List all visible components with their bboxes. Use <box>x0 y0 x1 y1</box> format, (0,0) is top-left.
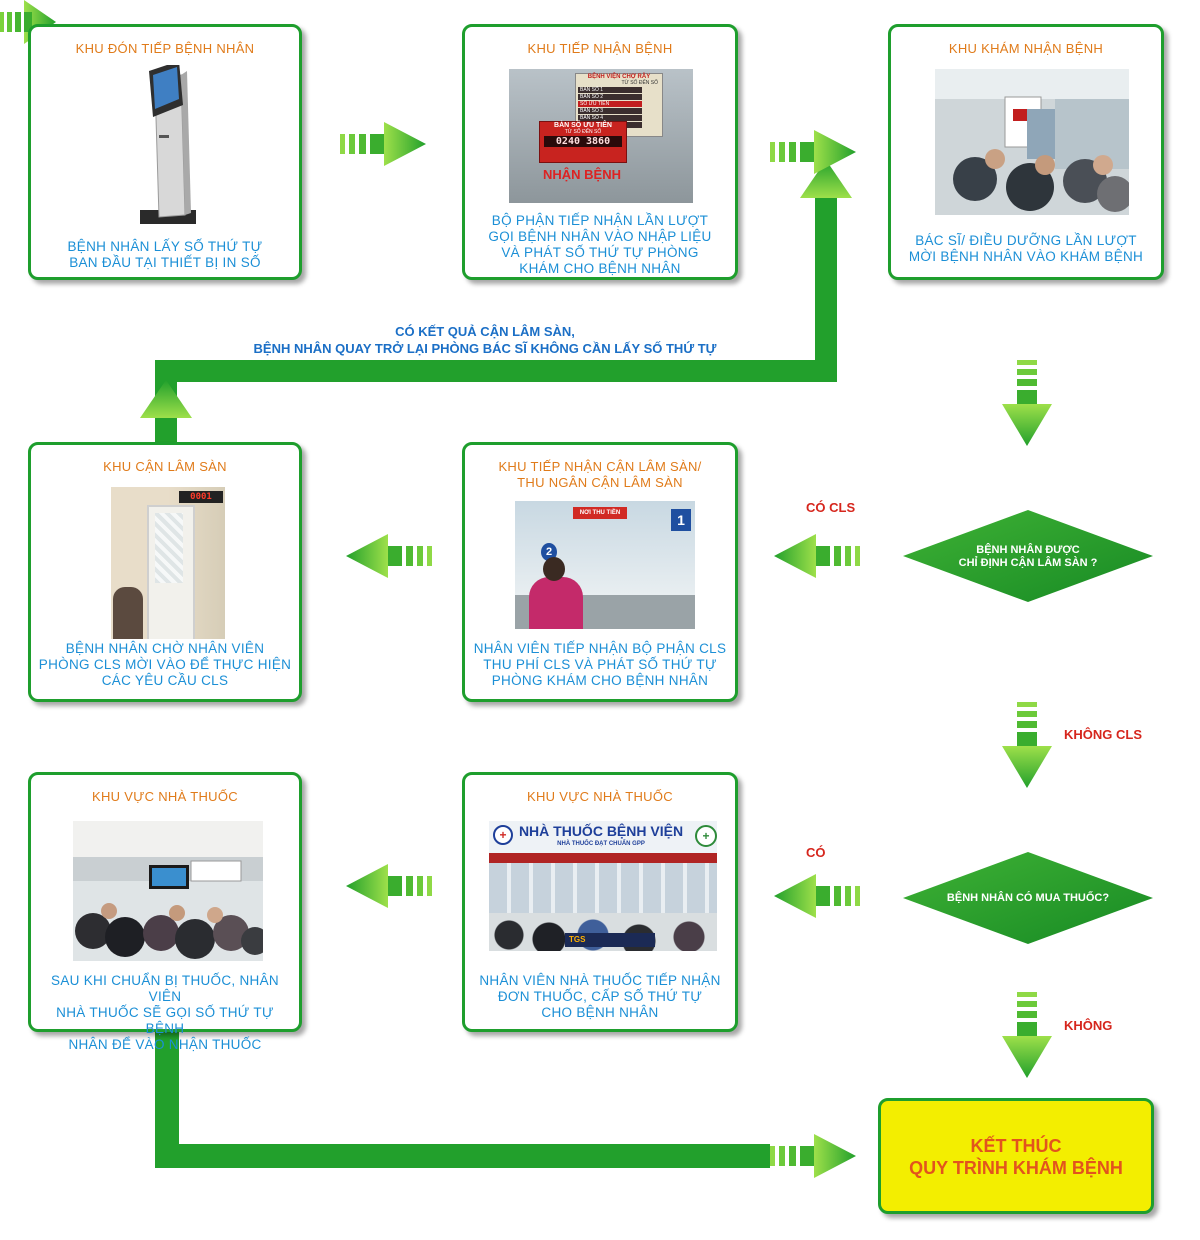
end-text: KẾT THÚC QUY TRÌNH KHÁM BỆNH <box>909 1136 1123 1178</box>
arrow-left-cls <box>346 534 432 578</box>
arrow-left-pharmacy <box>346 864 432 908</box>
intake-sign-row: SỐ ƯU TIÊN <box>578 101 642 107</box>
intake-sign-row: BÀN SỐ 4 <box>578 115 642 121</box>
cls-photo: 0001 <box>111 487 225 639</box>
box-exam: KHU KHÁM NHẬN BỆNH BÁC SĨ/ ĐIỀU DƯỠNG LẦ… <box>888 24 1164 280</box>
decision-diamond-cls <box>903 510 1153 602</box>
cashier-num-2: 2 <box>541 543 557 561</box>
bottom-path <box>155 1032 770 1168</box>
cls-door-glass <box>155 513 183 583</box>
arrow-right-end <box>770 1134 856 1178</box>
intake-priority-cols: TỪ SỐ ĐẾN SỐ <box>564 129 602 135</box>
return-loop-path <box>140 160 852 444</box>
intake-photo: BỆNH VIỆN CHỢ RẪY TỪ SỐ ĐẾN SỐ BÀN SỐ 1 … <box>509 69 693 203</box>
cashier-patient-head <box>543 557 565 581</box>
end-box: KẾT THÚC QUY TRÌNH KHÁM BỆNH <box>878 1098 1154 1214</box>
cashier-patient <box>529 577 583 629</box>
box-pharmacy-mid: KHU VỰC NHÀ THUỐC NHÀ THUỐC BỆNH VIỆN NH… <box>462 772 738 1032</box>
return-caption: CÓ KẾT QUẢ CẬN LÂM SÀN, BỆNH NHÂN QUAY T… <box>253 324 717 356</box>
box-title: KHU TIẾP NHẬN CẬN LÂM SÀN/ THU NGÂN CẬN … <box>498 459 702 490</box>
intake-banner: NHẬN BỆNH <box>543 167 621 182</box>
pharmacy-cross-icon: + <box>493 825 513 845</box>
label-khong: KHÔNG <box>1064 1018 1113 1033</box>
intake-priority-board: BÀN SỐ ƯU TIÊN TỪ SỐ ĐẾN SỐ 0240 3860 <box>539 121 627 163</box>
box-title: KHU VỰC NHÀ THUỐC <box>527 789 673 804</box>
intake-sign-row: BÀN SỐ 1 <box>578 87 642 93</box>
arrow-left-co <box>774 874 860 918</box>
pharmacy-left-photo <box>73 821 263 961</box>
pharmacy-mid-photo: NHÀ THUỐC BỆNH VIỆN NHÀ THUỐC ĐẠT CHUẨN … <box>489 821 717 951</box>
pharmacy-sub: NHÀ THUỐC ĐẠT CHUẨN GPP <box>557 841 645 847</box>
box-title: KHU ĐÓN TIẾP BỆNH NHÂN <box>75 41 255 56</box>
pharmacy-shelves <box>489 863 717 913</box>
intake-sign-row: BÀN SỐ 2 <box>578 94 642 100</box>
intake-priority-digits: 0240 3860 <box>544 136 622 147</box>
arrow-right-2 <box>770 130 856 174</box>
arrow-down-3 <box>1002 992 1052 1078</box>
pharmacy-banner-board <box>489 821 717 853</box>
box-desc: SAU KHI CHUẨN BỊ THUỐC, NHÂN VIÊN NHÀ TH… <box>51 973 279 1052</box>
pharmacy-gpp-icon: + <box>695 825 717 847</box>
intake-sign-title: BỆNH VIỆN CHỢ RẪY <box>587 74 651 80</box>
box-title: KHU VỰC NHÀ THUỐC <box>92 789 238 804</box>
box-desc: BỆNH NHÂN LẤY SỐ THỨ TỰ BAN ĐẦU TẠI THIẾ… <box>67 239 263 270</box>
box-cls: KHU CẬN LÂM SÀN 0001 BỆNH NHÂN CHỜ NHÂN … <box>28 442 302 702</box>
box-title: KHU KHÁM NHẬN BỆNH <box>948 41 1104 56</box>
label-co: CÓ <box>806 845 826 860</box>
label-khong-cls: KHÔNG CLS <box>1064 727 1142 742</box>
pharmacy-banner: NHÀ THUỐC BỆNH VIỆN <box>518 823 684 839</box>
cls-patient <box>113 587 143 639</box>
intake-sign-row: BÀN SỐ 3 <box>578 108 642 114</box>
cls-display: 0001 <box>179 491 223 503</box>
intake-priority-title: BÀN SỐ ƯU TIÊN <box>554 122 612 129</box>
pharmacy-strip <box>489 853 717 863</box>
kiosk-image <box>140 65 196 224</box>
box-title: KHU CẬN LÂM SÀN <box>103 459 227 474</box>
exam-photo <box>935 69 1129 215</box>
box-desc: BÁC SĨ/ ĐIỀU DƯỠNG LẦN LƯỢT MỜI BỆNH NHÂ… <box>908 233 1144 264</box>
arrow-down-1 <box>1002 360 1052 446</box>
intake-sign-cols: TỪ SỐ ĐẾN SỐ <box>621 80 659 86</box>
box-desc: NHÂN VIÊN TIẾP NHẬN BỘ PHẬN CLS THU PHÍ … <box>473 641 727 688</box>
cashier-sign: NƠI THU TIỀN <box>573 507 627 519</box>
decision-medicine-text: BỆNH NHÂN CÓ MUA THUỐC? <box>946 892 1110 904</box>
cashier-photo: NƠI THU TIỀN 1 2 <box>515 501 695 629</box>
box-title: KHU TIẾP NHẬN BỆNH <box>527 41 673 56</box>
pharmacy-ad: TGS <box>565 933 655 947</box>
box-cls-cashier: KHU TIẾP NHẬN CẬN LÂM SÀN/ THU NGÂN CẬN … <box>462 442 738 702</box>
arrow-right-1 <box>340 122 426 166</box>
arrow-down-2 <box>1002 702 1052 788</box>
decision-diamond-medicine <box>903 852 1153 944</box>
arrow-left-co-cls <box>774 534 860 578</box>
box-desc: BỘ PHẬN TIẾP NHẬN LẦN LƯỢT GỌI BỆNH NHÂN… <box>488 213 712 276</box>
box-pharmacy-left: KHU VỰC NHÀ THUỐC SAU KHI CHUẨN BỊ THUỐC… <box>28 772 302 1052</box>
box-desc: BỆNH NHÂN CHỜ NHÂN VIÊN PHÒNG CLS MỜI VÀ… <box>38 641 292 688</box>
box-desc: NHÂN VIÊN NHÀ THUỐC TIẾP NHẬN ĐƠN THUỐC,… <box>479 973 721 1020</box>
label-co-cls: CÓ CLS <box>806 500 856 515</box>
decision-cls-text: BỆNH NHÂN ĐƯỢC CHỈ ĐỊNH CẬN LÂM SÀN ? <box>958 544 1098 569</box>
box-intake: KHU TIẾP NHẬN BỆNH BỆNH VIỆN CHỢ RẪY TỪ … <box>462 24 738 280</box>
cashier-num-1: 1 <box>671 509 691 531</box>
box-reception: KHU ĐÓN TIẾP BỆNH NHÂN BỆNH NHÂN LẤY SỐ … <box>28 24 302 280</box>
